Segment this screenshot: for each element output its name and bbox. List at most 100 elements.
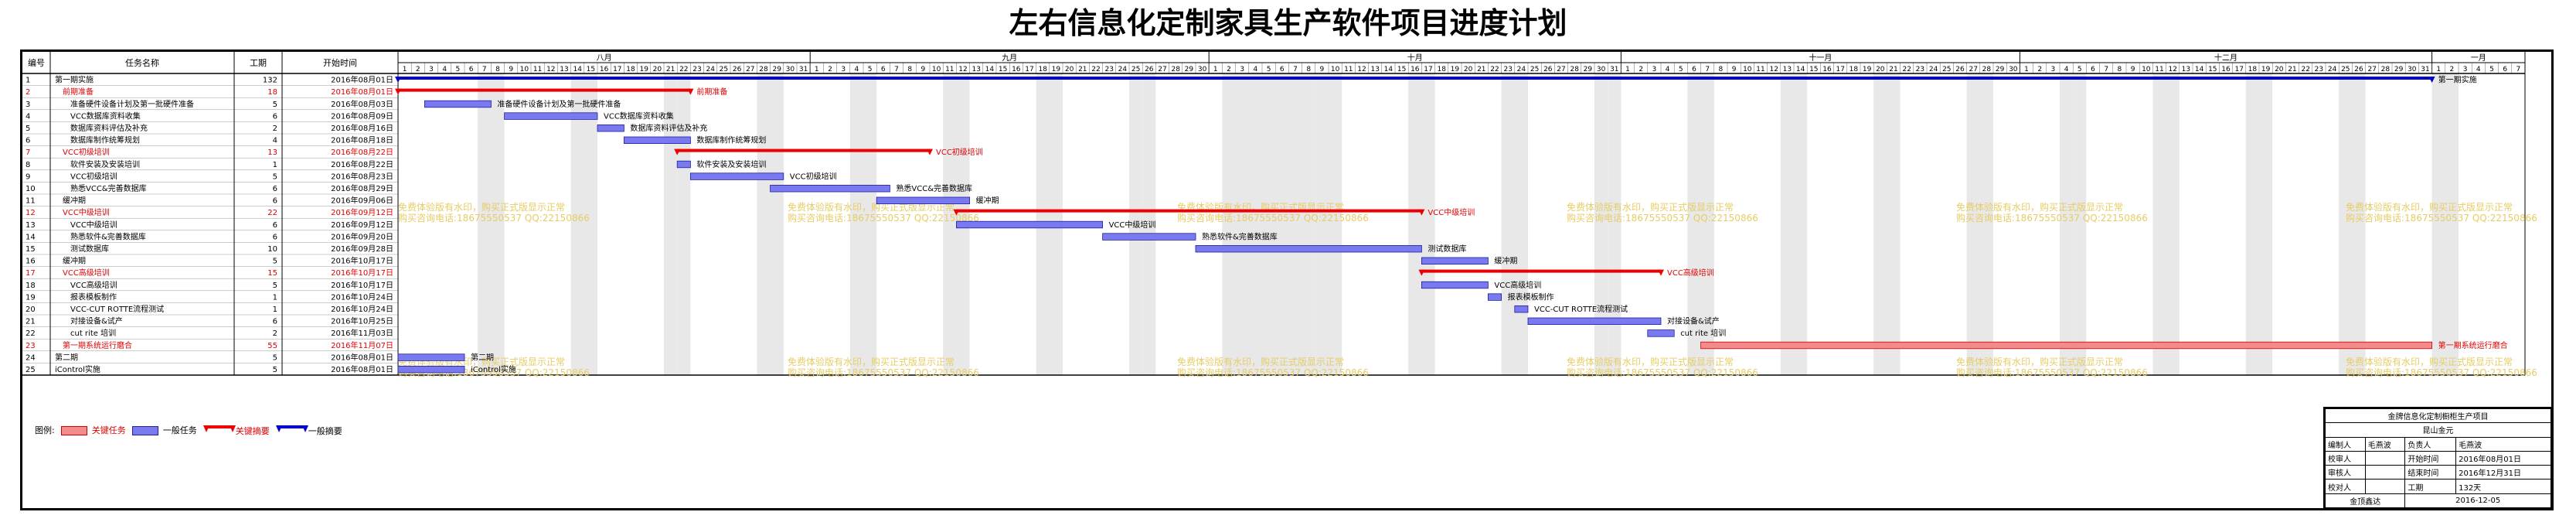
day-number: 18 (1849, 66, 1859, 73)
day-number: 2 (2450, 66, 2455, 73)
day-number: 15 (2208, 66, 2217, 73)
info-cell: 校对人 (2325, 479, 2366, 494)
day-number: 3 (841, 66, 846, 73)
day-number: 21 (2288, 66, 2296, 73)
task-duration: 55 (267, 342, 277, 350)
day-number: 1 (2436, 66, 2441, 73)
day-number: 31 (799, 66, 808, 73)
task-bar (397, 365, 465, 374)
month-label: 十一月 (1809, 53, 1832, 63)
summary-end-cap (1658, 269, 1664, 276)
summary-bar (1421, 269, 1661, 273)
task-name: VCC数据库资料收集 (70, 111, 141, 121)
weekend-column (863, 73, 877, 375)
task-start: 2016年09月28日 (331, 244, 393, 254)
watermark-line1: 免费体验版有水印，购买正式版显示正常 (2346, 356, 2513, 367)
task-name: VCC高级培训 (70, 280, 117, 290)
bar-label: 报表模板制作 (1508, 292, 1554, 302)
day-number: 16 (600, 66, 609, 73)
day-number: 28 (1570, 66, 1579, 73)
day-number: 24 (1118, 66, 1128, 73)
day-number: 8 (2118, 66, 2122, 73)
weekend-column (2060, 73, 2074, 375)
day-number: 25 (720, 66, 728, 73)
project-name: 金牌信息化定制橱柜生产项目 (2325, 408, 2551, 424)
info-cell: 毛燕波 (2364, 436, 2406, 452)
weekend-column (1501, 73, 1515, 375)
info-cell: 工期 (2404, 479, 2457, 494)
task-duration: 6 (273, 197, 277, 206)
day-number: 7 (1705, 66, 1710, 73)
day-number: 31 (1610, 66, 1618, 73)
task-duration: 13 (267, 148, 277, 157)
task-duration: 5 (273, 101, 277, 109)
day-number: 3 (2463, 66, 2468, 73)
info-cell: 结束时间 (2404, 465, 2457, 480)
day-number: 12 (958, 66, 967, 73)
bar-label: iControl实施 (471, 364, 516, 374)
task-name: VCC高级培训 (63, 268, 110, 278)
day-number: 14 (2195, 66, 2204, 73)
day-number: 3 (2051, 66, 2056, 73)
task-bar (1488, 293, 1502, 301)
day-number: 12 (546, 66, 555, 73)
legend-item-crit-task: 关键任务 (60, 424, 126, 436)
day-number: 16 (2221, 66, 2231, 73)
day-number: 8 (907, 66, 912, 73)
day-number: 18 (1038, 66, 1047, 73)
watermark-line1: 免费体验版有水印，购买正式版显示正常 (1567, 356, 1734, 367)
day-number: 29 (1996, 66, 2005, 73)
weekend-column (1329, 73, 1342, 375)
task-duration: 6 (273, 221, 277, 230)
legend-prefix: 图例: (35, 425, 55, 435)
day-number: 6 (2503, 66, 2507, 73)
task-bar (597, 125, 624, 132)
page-title: 左右信息化定制家具生产软件项目进度计划 (1009, 5, 1567, 40)
day-number: 7 (482, 66, 487, 73)
day-number: 30 (2009, 66, 2018, 73)
day-number: 12 (1357, 66, 1366, 73)
day-number: 2 (2037, 66, 2042, 73)
task-bar (1514, 305, 1529, 313)
weekend-column (2445, 73, 2459, 375)
day-number: 6 (469, 66, 474, 73)
task-duration: 5 (273, 366, 277, 374)
day-number: 29 (772, 66, 781, 73)
bar-label: VCC高级培训 (1494, 280, 1541, 290)
day-number: 5 (1679, 66, 1683, 73)
day-number: 27 (1969, 66, 1977, 73)
summary-start-cap (395, 88, 401, 95)
bar-label: 熟悉VCC&完善数据库 (896, 183, 972, 193)
task-id: 22 (26, 329, 36, 338)
task-duration: 2 (273, 329, 277, 338)
header-start: 开始时间 (323, 57, 357, 68)
month-label: 十二月 (2214, 53, 2237, 63)
bar-label: VCC数据库资料收集 (604, 111, 674, 121)
day-number: 16 (1822, 66, 1832, 73)
day-number: 22 (1902, 66, 1911, 73)
watermark-line1: 免费体验版有水印，购买正式版显示正常 (398, 201, 565, 213)
weekend-column (1966, 73, 1980, 375)
legend-summary-glyph (275, 425, 308, 432)
watermark-line1: 免费体验版有水印，购买正式版显示正常 (1177, 356, 1344, 367)
watermark-line2: 购买咨询电话:18675550537 QQ:22150866 (1177, 367, 1369, 378)
task-start: 2016年10月17日 (331, 256, 393, 266)
day-number: 31 (2421, 66, 2429, 73)
bar-label: VCC中级培训 (1109, 220, 1156, 230)
task-name: VCC-CUT ROTTE流程测试 (70, 304, 164, 314)
weekend-column (1608, 73, 1621, 375)
day-number: 19 (639, 66, 648, 73)
watermark-line1: 免费体验版有水印，购买正式版显示正常 (1956, 356, 2123, 367)
weekend-column (2259, 73, 2273, 375)
legend-label: 一般摘要 (308, 426, 342, 436)
info-cell: 开始时间 (2404, 450, 2457, 466)
day-number: 1 (1213, 66, 1218, 73)
day-number: 19 (2261, 66, 2271, 73)
weekend-column (570, 73, 584, 375)
weekend-column (943, 73, 957, 375)
task-start: 2016年08月01日 (331, 87, 393, 97)
watermark-line2: 购买咨询电话:18675550537 QQ:22150866 (1567, 212, 1758, 224)
bar-label: VCC中级培训 (1428, 207, 1475, 217)
